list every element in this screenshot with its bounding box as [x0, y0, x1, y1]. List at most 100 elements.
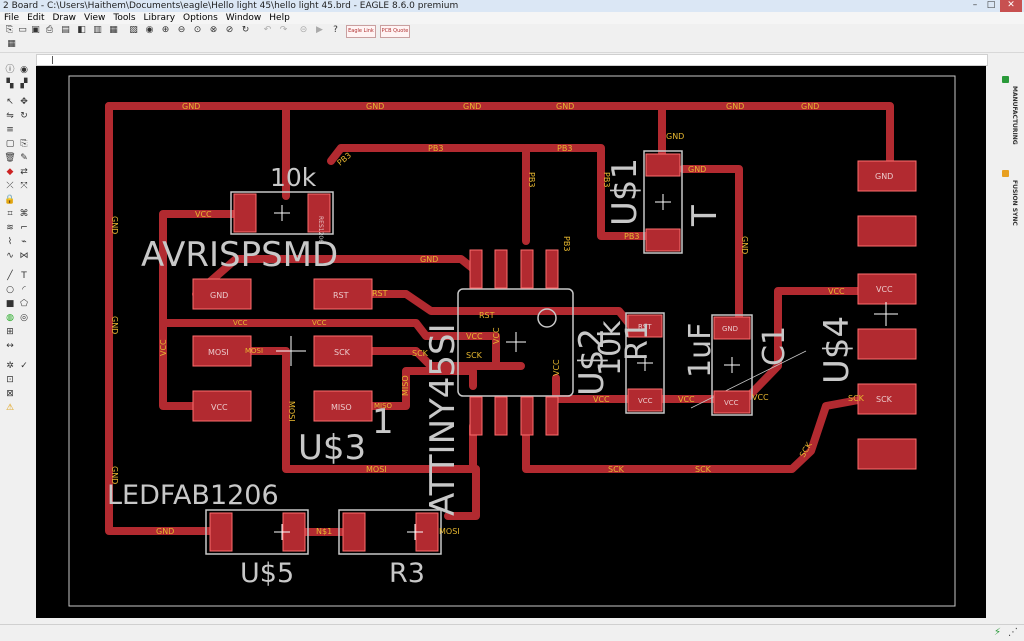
layers-icon[interactable]: ▚ [6, 79, 14, 89]
net-gnd-3: GND [463, 102, 481, 111]
silk-u1 [643, 150, 683, 254]
menu-edit[interactable]: Edit [27, 13, 45, 23]
optimize-icon[interactable]: ⤧ [20, 181, 28, 191]
open-folder-icon[interactable]: ▭ [18, 25, 27, 35]
help-icon[interactable]: ? [333, 25, 338, 35]
redo-icon[interactable]: ↷ [279, 25, 288, 35]
silk-ratsnest [690, 350, 807, 409]
pad-u4-gnd [857, 160, 917, 192]
menu-tools[interactable]: Tools [113, 13, 136, 23]
dimension-icon[interactable]: ↔ [6, 341, 14, 351]
menu-options[interactable]: Options [183, 13, 218, 23]
circle-icon[interactable]: ○ [6, 285, 14, 295]
ulp-icon[interactable]: ▧ [129, 25, 138, 35]
fusion-sync-tab[interactable]: FUSION SYNC [1011, 180, 1018, 226]
zoom-area-icon[interactable]: ⊘ [225, 25, 234, 35]
split-icon[interactable]: ⤫ [6, 181, 14, 191]
silk-c1 [711, 314, 753, 416]
autoroute-icon[interactable]: ⋈ [19, 251, 29, 261]
net-miso-2: MISO [374, 402, 393, 410]
group-icon[interactable]: ▢ [5, 139, 15, 149]
name-icon[interactable]: ⌘ [19, 209, 29, 219]
rotate-icon[interactable]: ↻ [20, 111, 28, 121]
open-icon[interactable]: ⎘ [5, 25, 14, 35]
menu-help[interactable]: Help [269, 13, 290, 23]
pads[interactable] [192, 153, 917, 552]
zoom-prev-icon[interactable]: ⊙ [193, 25, 202, 35]
ripup-icon[interactable]: ⌁ [21, 237, 27, 247]
replace-icon[interactable]: ⇄ [20, 167, 28, 177]
zoom-in-icon[interactable]: ⊕ [161, 25, 170, 35]
lock-icon[interactable]: 🔒 [4, 195, 16, 205]
manufacturing-icon[interactable] [1002, 76, 1009, 83]
copy-icon[interactable]: ⎘ [20, 139, 28, 149]
trace-rst [347, 290, 635, 330]
print-icon[interactable]: ⎙ [45, 25, 54, 35]
grid-icon[interactable]: ▦ [7, 39, 16, 49]
maximize-button[interactable]: □ [986, 0, 996, 10]
eagle-link-badge[interactable]: Eagle Link [346, 25, 376, 38]
close-button[interactable]: ✕ [1000, 0, 1022, 12]
mirror-icon[interactable]: ⇋ [6, 111, 14, 121]
save-icon[interactable]: ▣ [31, 25, 40, 35]
board-drawing[interactable]: GND GND GND GND GND GND GND GND GND GND … [36, 66, 986, 618]
delete-icon[interactable]: 🗑 [4, 153, 16, 163]
value-icon[interactable]: ≋ [6, 223, 14, 233]
redraw-icon[interactable]: ↻ [241, 25, 250, 35]
miter-icon[interactable]: ⌐ [20, 223, 28, 233]
errors-icon[interactable]: ⊠ [6, 389, 14, 399]
menu-library[interactable]: Library [143, 13, 176, 23]
add-part-icon[interactable]: ◆ [6, 167, 14, 177]
layer-palette-icon[interactable]: ▞ [20, 79, 28, 89]
attribute-icon[interactable]: ⊞ [6, 327, 14, 337]
menu-file[interactable]: File [4, 13, 20, 23]
drc-icon[interactable]: ✓ [20, 361, 28, 371]
ratsnest-icon[interactable]: ✲ [6, 361, 14, 371]
warning-icon[interactable]: ⚠ [5, 403, 15, 413]
label-r1-value: 10k [593, 320, 628, 376]
text-icon[interactable]: T [21, 271, 27, 281]
stop-icon[interactable]: ⊝ [299, 25, 308, 35]
polygon-icon[interactable]: ⬠ [20, 299, 28, 309]
zoom-select-icon[interactable]: ⊗ [209, 25, 218, 35]
pcb-quote-badge[interactable]: PCB Quote [380, 25, 410, 38]
smash-icon[interactable]: ⌗ [7, 209, 13, 219]
cam-icon[interactable]: ▤ [61, 25, 70, 35]
command-line[interactable]: | [36, 54, 988, 66]
go-icon[interactable]: ▶ [316, 25, 323, 35]
pad-c1-vcc [713, 390, 751, 414]
minimize-button[interactable]: – [972, 0, 978, 10]
right-panel: MANUFACTURING FUSION SYNC [992, 66, 1024, 618]
schematic-icon[interactable]: ▥ [93, 25, 102, 35]
erc-icon[interactable]: ⊡ [6, 375, 14, 385]
zoom-fit-icon[interactable]: ◉ [145, 25, 154, 35]
fusion-sync-icon[interactable] [1002, 170, 1009, 177]
net-n1: N$1 [316, 527, 332, 536]
script-icon[interactable]: ▦ [109, 25, 118, 35]
label-u1-value: T [685, 205, 725, 227]
align-icon[interactable]: ≡ [6, 125, 14, 135]
status-bar: ⚡ ⋰ [0, 624, 1024, 641]
net-pb3-1: PB3 [428, 144, 443, 153]
wrench-icon[interactable]: ✎ [20, 153, 28, 163]
wire-icon[interactable]: ╱ [7, 271, 13, 281]
menu-window[interactable]: Window [225, 13, 262, 23]
meander-icon[interactable]: ∿ [6, 251, 14, 261]
manufacturing-tab[interactable]: MANUFACTURING [1011, 86, 1018, 145]
arc-icon[interactable]: ◜ [22, 285, 26, 295]
menu-draw[interactable]: Draw [52, 13, 77, 23]
route-icon[interactable]: ⌇ [7, 237, 13, 247]
select-icon[interactable]: ↖ [6, 97, 14, 107]
move-icon[interactable]: ✥ [20, 97, 28, 107]
undo-icon[interactable]: ↶ [263, 25, 272, 35]
via-icon[interactable]: ◍ [6, 313, 14, 323]
zoom-out-icon[interactable]: ⊖ [177, 25, 186, 35]
eye-icon[interactable]: ◉ [20, 65, 28, 75]
board-canvas[interactable]: GND GND GND GND GND GND GND GND GND GND … [36, 66, 986, 618]
rect-icon[interactable]: ■ [5, 299, 15, 309]
traces[interactable] [105, 102, 894, 536]
menu-view[interactable]: View [84, 13, 106, 23]
info-icon[interactable]: ⓘ [5, 65, 15, 75]
hole-icon[interactable]: ◎ [20, 313, 28, 323]
board-icon[interactable]: ◧ [77, 25, 86, 35]
